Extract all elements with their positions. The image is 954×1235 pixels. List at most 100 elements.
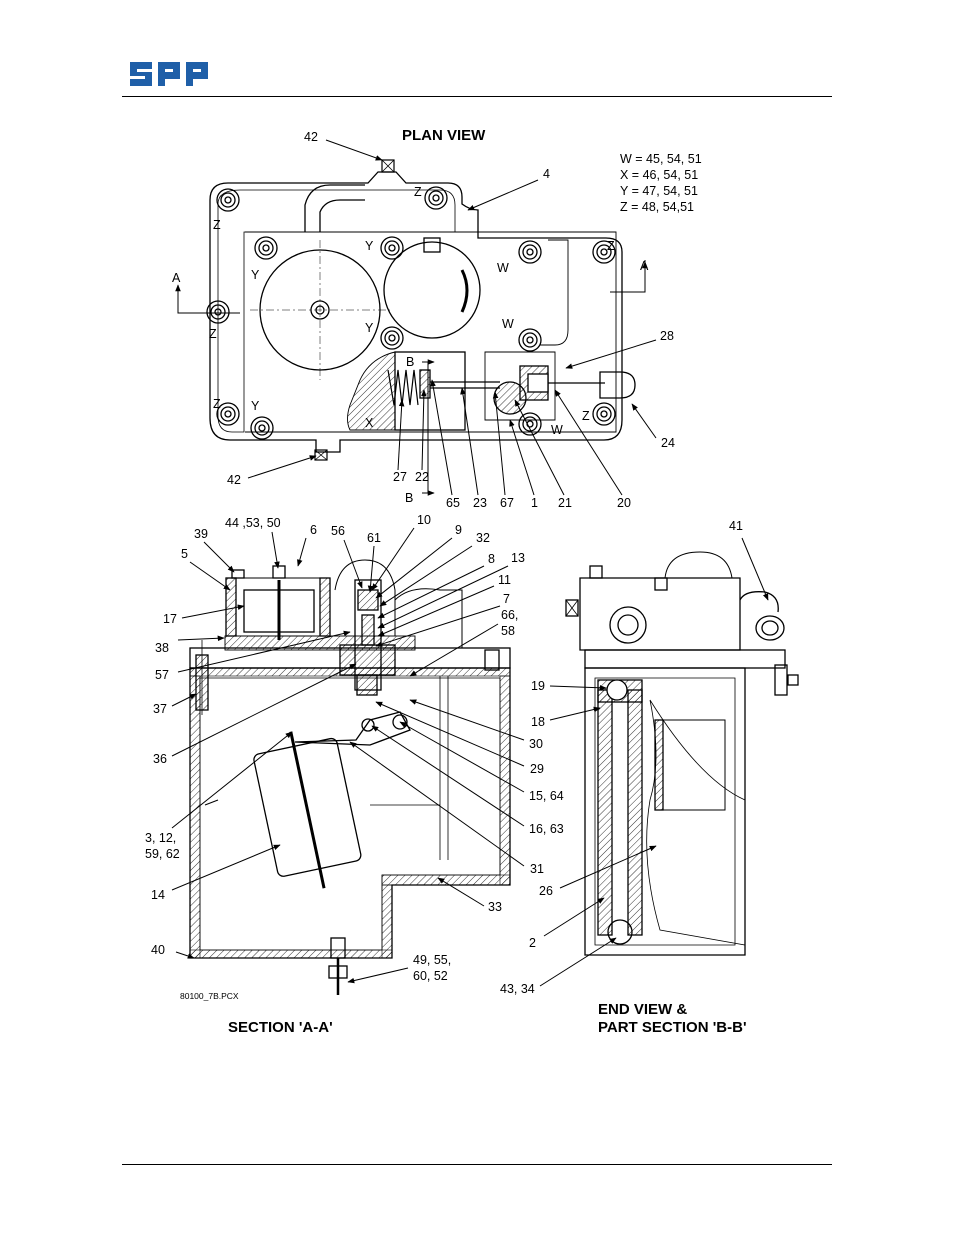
header-rule [122, 96, 832, 97]
leader-11 [377, 585, 495, 637]
label-Y3: Y [365, 321, 374, 335]
label-Z6: Z [582, 409, 590, 423]
label-X1: X [365, 416, 374, 430]
leader-44 [271, 531, 280, 569]
label-Z5: Z [213, 397, 221, 411]
label-8: 8 [488, 552, 495, 566]
label-43: 43, 34 [500, 982, 535, 996]
label-Z3: Z [607, 239, 615, 253]
leader-36 [171, 663, 357, 757]
legend-line: Z = 48, 54,51 [620, 200, 694, 214]
label-42b: 42 [227, 473, 241, 487]
label-28: 28 [660, 329, 674, 343]
label-3b: 59, 62 [145, 847, 180, 861]
leader-29 [375, 701, 525, 767]
label-A_left: A [172, 271, 181, 285]
label-18: 18 [531, 715, 545, 729]
label-23: 23 [473, 496, 487, 510]
legend-line: X = 46, 54, 51 [620, 168, 698, 182]
leader-27 [397, 399, 405, 471]
leader-14 [171, 844, 281, 891]
label-3a: 3, 12, [145, 831, 176, 845]
leader-61 [367, 545, 375, 593]
bolt-head [216, 188, 240, 212]
legend-line: W = 45, 54, 51 [620, 152, 702, 166]
label-49a: 49, 55, [413, 953, 451, 967]
label-66a: 66, [501, 608, 518, 622]
end-view-title-line2: PART SECTION 'B-B' [598, 1019, 747, 1036]
leader-2 [543, 897, 605, 937]
label-10: 10 [417, 513, 431, 527]
label-B_top: B [406, 355, 414, 369]
label-Y4: Y [251, 399, 260, 413]
section-aa-title: SECTION 'A-A' [228, 1019, 333, 1036]
label-21: 21 [558, 496, 572, 510]
leader-19 [549, 684, 607, 691]
label-5: 5 [181, 547, 188, 561]
label-20: 20 [617, 496, 631, 510]
leader-6 [297, 537, 307, 567]
label-40: 40 [151, 943, 165, 957]
end-view-drawing [565, 551, 799, 956]
leader-20 [554, 389, 623, 496]
leader-30 [409, 699, 525, 741]
label-33: 33 [488, 900, 502, 914]
label-2: 2 [529, 936, 536, 950]
file-reference: 80100_7B.PCX [180, 991, 239, 1001]
leader-33 [437, 877, 485, 907]
leader-1 [509, 419, 535, 496]
label-A_right: A [640, 259, 649, 273]
label-14: 14 [151, 888, 165, 902]
spp-logo [128, 58, 212, 90]
leader-22 [421, 389, 427, 471]
bolt-head [254, 236, 278, 260]
label-26: 26 [539, 884, 553, 898]
label-4: 4 [543, 167, 550, 181]
label-6: 6 [310, 523, 317, 537]
label-Z2: Z [414, 185, 422, 199]
label-Y1: Y [251, 268, 260, 282]
leader-67 [492, 391, 506, 496]
leader-40 [175, 951, 195, 959]
label-W1: W [497, 261, 509, 275]
label-41: 41 [729, 519, 743, 533]
leader-18 [549, 706, 601, 721]
label-24: 24 [661, 436, 675, 450]
bolt-head [380, 236, 404, 260]
label-19: 19 [531, 679, 545, 693]
label-9: 9 [455, 523, 462, 537]
bolt-head [518, 240, 542, 264]
leader-9 [375, 537, 453, 599]
leader-8 [377, 565, 485, 619]
leader-16 [371, 725, 525, 827]
label-49b: 60, 52 [413, 969, 448, 983]
leader-38 [177, 635, 225, 642]
label-31: 31 [530, 862, 544, 876]
leader-31 [349, 741, 525, 867]
plan-view-drawing [175, 159, 648, 496]
leader-15 [399, 721, 525, 793]
label-Z1: Z [213, 218, 221, 232]
leader-10 [371, 527, 415, 591]
leader-3a [171, 731, 293, 829]
bolt-head [206, 300, 230, 324]
leader-65 [430, 379, 453, 496]
leader-66a [409, 623, 499, 677]
label-13: 13 [511, 551, 525, 565]
label-66b: 58 [501, 624, 515, 638]
label-61: 61 [367, 531, 381, 545]
leader-42b [247, 455, 317, 479]
leader-lines [171, 139, 769, 987]
leader-41 [741, 537, 769, 601]
label-56: 56 [331, 524, 345, 538]
bolt-head [250, 416, 274, 440]
bolt-head [518, 328, 542, 352]
leader-43 [539, 937, 617, 987]
leader-26 [559, 845, 657, 889]
label-15: 15, 64 [529, 789, 564, 803]
label-37: 37 [153, 702, 167, 716]
leader-28 [565, 339, 657, 369]
leader-17 [181, 604, 245, 619]
